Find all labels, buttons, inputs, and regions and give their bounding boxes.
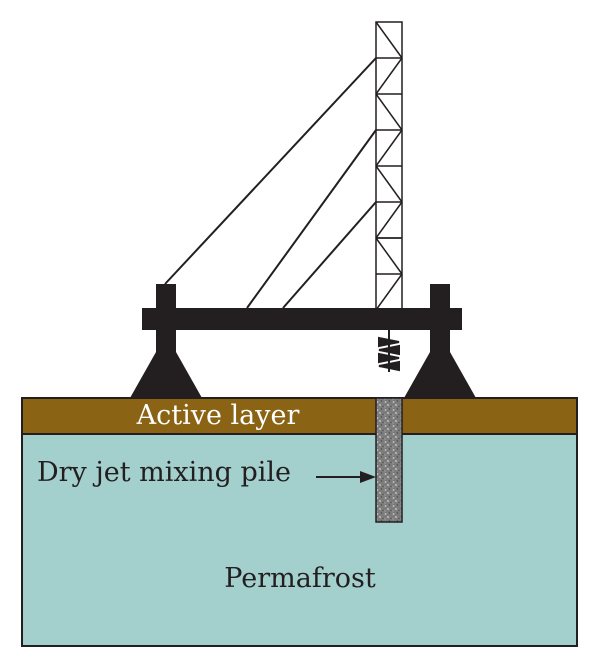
pile-label: Dry jet mixing pile: [37, 457, 291, 488]
right-base: [404, 352, 476, 398]
dry-jet-mixing-pile: [375, 397, 403, 523]
pile-pointer-arrow: [316, 471, 376, 483]
crossbeam: [142, 308, 462, 330]
lattice-mast: [375, 21, 403, 311]
active-layer-band: [21, 397, 578, 435]
permafrost-layer: [21, 433, 578, 647]
active-layer-label: Active layer: [136, 400, 300, 431]
stay-cables: [164, 57, 377, 309]
permafrost-label: Permafrost: [224, 563, 376, 594]
auger: [378, 330, 400, 372]
left-base: [130, 352, 202, 398]
rig-frame: [130, 284, 476, 398]
